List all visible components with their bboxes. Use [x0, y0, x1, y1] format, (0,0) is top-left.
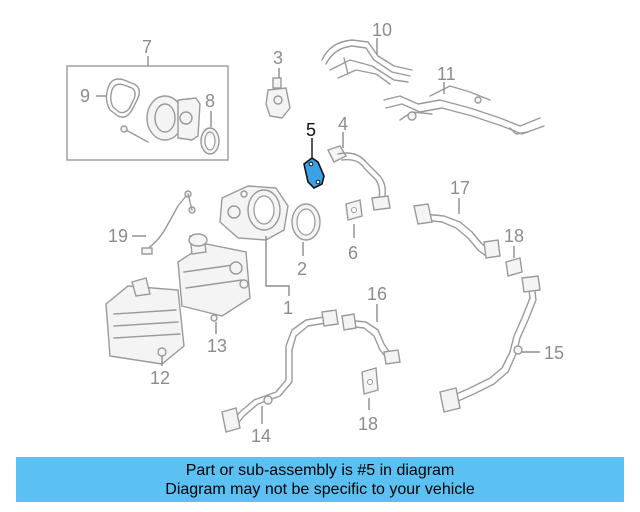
info-banner: Part or sub-assembly is #5 in diagram Di…	[16, 457, 624, 502]
callout-19[interactable]: 19	[108, 226, 128, 246]
part-7-assembly-box	[66, 56, 229, 161]
callout-18-lower[interactable]: 18	[358, 414, 378, 434]
part-14-pipe[interactable]	[221, 309, 339, 433]
part-10-pipe-bundle[interactable]	[321, 38, 413, 85]
callout-12[interactable]: 12	[150, 368, 170, 388]
banner-line-1: Part or sub-assembly is #5 in diagram	[185, 462, 455, 479]
callout-5[interactable]: 5	[306, 120, 316, 140]
banner-line-2: Diagram may not be specific to your vehi…	[165, 481, 475, 498]
part-12-cooler[interactable]	[105, 277, 185, 366]
callout-4[interactable]: 4	[338, 114, 348, 134]
callout-9[interactable]: 9	[80, 86, 90, 106]
part-5-gasket-highlighted[interactable]	[303, 138, 325, 189]
part-18-gasket-upper[interactable]	[505, 246, 523, 277]
part-15-pipe[interactable]	[439, 275, 541, 413]
egr-valve-part	[146, 95, 201, 141]
part-9-gasket[interactable]	[105, 78, 149, 143]
callout-13[interactable]: 13	[207, 336, 227, 356]
part-11-pipes[interactable]	[383, 82, 545, 135]
callout-14[interactable]: 14	[251, 426, 271, 446]
callout-11[interactable]: 11	[437, 64, 456, 84]
part-4-pipe[interactable]	[327, 132, 391, 211]
part-16-pipe[interactable]	[341, 304, 401, 365]
part-6-gasket[interactable]	[345, 199, 363, 238]
part-1-throttle-body[interactable]	[219, 185, 290, 296]
callout-18-upper[interactable]: 18	[504, 226, 524, 246]
callout-2[interactable]: 2	[297, 259, 307, 279]
part-18-gasket-lower[interactable]	[361, 367, 379, 410]
callout-7[interactable]: 7	[142, 37, 152, 57]
part-13-egr-cooler[interactable]	[177, 233, 251, 334]
callout-8[interactable]: 8	[205, 91, 215, 111]
callout-6[interactable]: 6	[348, 243, 358, 263]
part-19-sensor[interactable]	[141, 190, 196, 255]
part-3-sensor[interactable]	[265, 68, 291, 119]
part-17-pipe[interactable]	[413, 198, 501, 259]
callout-3[interactable]: 3	[273, 48, 283, 68]
callout-10[interactable]: 10	[372, 20, 392, 40]
callout-17[interactable]: 17	[450, 178, 470, 198]
part-2-o-ring[interactable]	[291, 203, 321, 256]
callout-15[interactable]: 15	[544, 343, 564, 363]
callout-1[interactable]: 1	[283, 298, 293, 318]
part-8-o-ring[interactable]	[200, 111, 220, 155]
callout-16[interactable]: 16	[367, 284, 387, 304]
